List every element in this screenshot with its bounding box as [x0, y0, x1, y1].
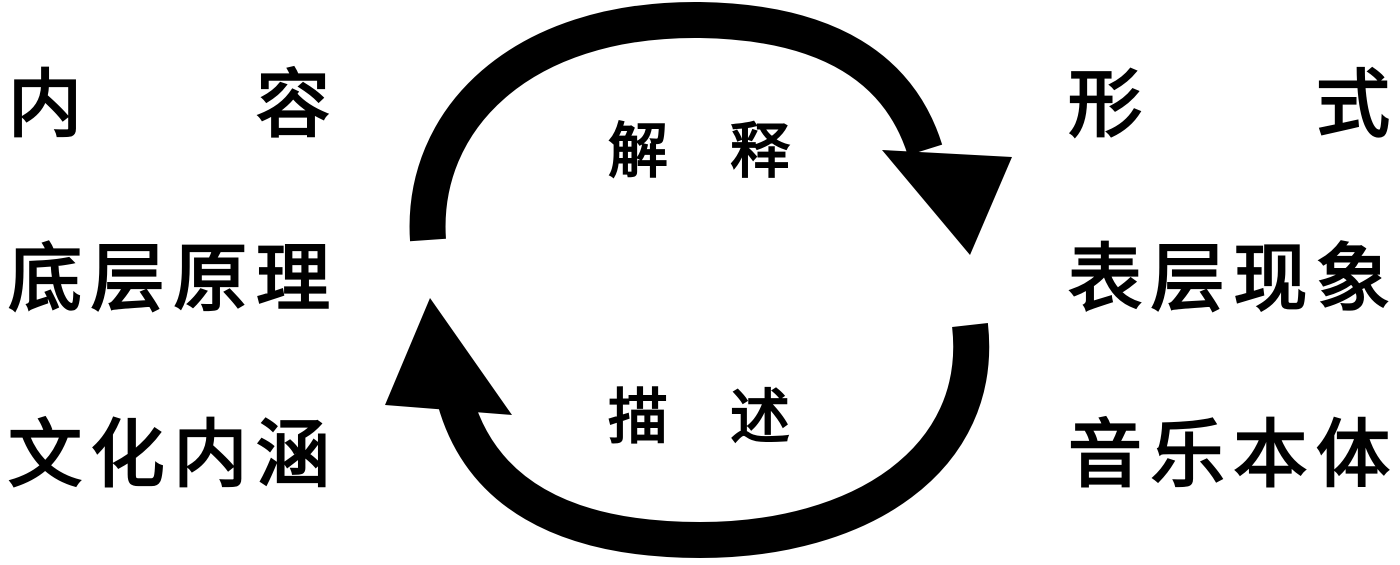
- char: 述: [730, 383, 790, 453]
- char: 现: [1233, 236, 1308, 322]
- char: 原: [173, 236, 248, 322]
- char: 层: [1150, 236, 1225, 322]
- right-term-surface-phenomenon: 表 层 现 象: [1068, 242, 1390, 316]
- char: 音: [1068, 412, 1142, 498]
- cycle-label-describe: 描 述: [608, 388, 790, 448]
- left-term-content: 内 容: [8, 68, 330, 142]
- char: 理: [255, 236, 330, 322]
- top-arrowhead: [882, 150, 1012, 255]
- char: 化: [90, 412, 165, 498]
- char: 解: [608, 117, 668, 187]
- char: 象: [1315, 236, 1390, 322]
- char: 形: [1068, 62, 1142, 148]
- top-arc: [409, 1, 943, 242]
- cycle-label-interpret: 解 释: [608, 122, 790, 182]
- char: 底: [8, 236, 82, 322]
- char: 体: [1315, 412, 1390, 498]
- char: 内: [8, 62, 82, 148]
- left-term-underlying-principle: 底 层 原 理: [8, 242, 330, 316]
- left-term-cultural-connotation: 文 化 内 涵: [8, 418, 330, 492]
- char: 描: [608, 383, 668, 453]
- right-term-form: 形 式: [1068, 68, 1390, 142]
- char: 式: [1316, 62, 1390, 148]
- char: 本: [1233, 412, 1308, 498]
- right-term-music-ontology: 音 乐 本 体: [1068, 418, 1390, 492]
- char: 释: [730, 117, 790, 187]
- char: 涵: [255, 412, 330, 498]
- char: 容: [256, 62, 330, 148]
- bottom-arc: [437, 323, 990, 559]
- char: 表: [1068, 236, 1142, 322]
- char: 内: [173, 412, 248, 498]
- bottom-arrowhead: [385, 298, 512, 415]
- char: 乐: [1150, 412, 1225, 498]
- char: 文: [8, 412, 82, 498]
- char: 层: [90, 236, 165, 322]
